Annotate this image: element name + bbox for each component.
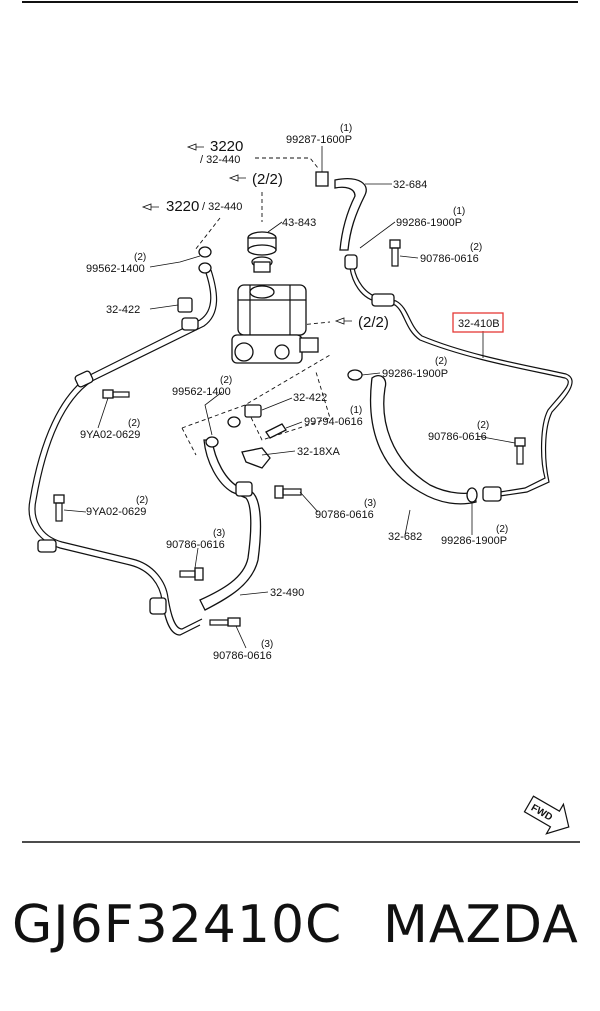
bolt-99794[interactable]: [265, 423, 287, 439]
label-99286a-qty: (1): [453, 206, 465, 217]
hose-32-490[interactable]: [199, 439, 262, 611]
label-43-843: 43-843: [282, 217, 316, 229]
ref-2-2-a[interactable]: (2/2): [228, 171, 283, 188]
clip-99287[interactable]: [315, 171, 329, 187]
guide-line-ref: [255, 157, 319, 169]
label-90786b-qty: (2): [477, 420, 489, 431]
label-99287: 99287-1600P: [286, 134, 352, 146]
bolt-90786-b[interactable]: [514, 437, 526, 465]
label-90786e: 90786-0616: [213, 650, 272, 662]
label-9YA02a: 9YA02-0629: [80, 429, 140, 441]
ref-3220-b-num: 3220: [166, 198, 199, 215]
label-99286c-qty: (2): [496, 524, 508, 535]
ref-3220-a-sub: / 32-440: [200, 154, 240, 166]
reservoir-cap[interactable]: [247, 231, 277, 256]
bolt-90786-e[interactable]: [209, 617, 241, 627]
label-99286a: 99286-1900P: [396, 217, 462, 229]
label-90786c-qty: (3): [364, 498, 376, 509]
label-9YA02b: 9YA02-0629: [86, 506, 146, 518]
bolt-9YA02-a[interactable]: [102, 389, 130, 399]
label-9YA02a-qty: (2): [128, 418, 140, 429]
label-32-490: 32-490: [270, 587, 304, 599]
label-90786c: 90786-0616: [315, 509, 374, 521]
label-99562a-qty: (2): [134, 252, 146, 263]
union-bolt-32-422-a[interactable]: [177, 297, 193, 313]
strainer[interactable]: [251, 256, 273, 273]
ref-2-2-b[interactable]: (2/2): [334, 314, 389, 331]
label-90786a-qty: (2): [470, 242, 482, 253]
label-90786d-qty: (3): [213, 528, 225, 539]
ref-3220-a[interactable]: 3220 / 32-440: [186, 138, 243, 166]
fwd-arrow-icon: FWD: [523, 795, 570, 835]
label-90786e-qty: (3): [261, 639, 273, 650]
clamp-99286-c[interactable]: [466, 487, 478, 503]
ref-3220-a-num: 3220: [210, 138, 243, 155]
ref-2-2-b-label: (2/2): [358, 314, 389, 331]
bolt-90786-a[interactable]: [389, 239, 401, 267]
ref-3220-b[interactable]: 3220 / 32-440: [141, 198, 242, 215]
label-99794: 99794-0616: [304, 416, 363, 428]
label-32-682: 32-682: [388, 531, 422, 543]
label-99794-qty: (1): [350, 405, 362, 416]
footer: GJ6F32410C MAZDA: [0, 895, 600, 975]
hose-32-684[interactable]: [334, 178, 367, 251]
label-32-422b: 32-422: [293, 392, 327, 404]
hose-end-upper[interactable]: [371, 293, 395, 307]
label-32-18XA: 32-18XA: [297, 446, 340, 458]
bolt-9YA02-b[interactable]: [53, 494, 65, 522]
label-99562b: 99562-1400: [172, 386, 231, 398]
union-bolt-32-422-b[interactable]: [244, 404, 262, 418]
bolt-90786-d[interactable]: [179, 567, 204, 581]
label-99287-qty: (1): [340, 123, 352, 134]
ref-3220-b-sub: / 32-440: [202, 201, 242, 213]
bracket-32-18XA[interactable]: [241, 447, 271, 469]
reservoir-assembly[interactable]: [231, 284, 319, 364]
washer-99562-b[interactable]: [205, 416, 241, 448]
label-9YA02b-qty: (2): [136, 495, 148, 506]
label-90786d: 90786-0616: [166, 539, 225, 551]
part-number: GJ6F32410C: [12, 895, 343, 955]
guide-line-reservoir: [299, 321, 331, 326]
label-99286b: 99286-1900P: [382, 368, 448, 380]
washer-99562-a[interactable]: [198, 246, 212, 274]
label-99286b-qty: (2): [435, 356, 447, 367]
label-32-684: 32-684: [393, 179, 427, 191]
ref-2-2-a-label: (2/2): [252, 171, 283, 188]
label-99562a: 99562-1400: [86, 263, 145, 275]
label-32-410B: 32-410B: [458, 318, 500, 330]
label-90786b: 90786-0616: [428, 431, 487, 443]
clamp-99286-b[interactable]: [347, 369, 363, 381]
guide-box: [181, 354, 331, 456]
label-99562b-qty: (2): [220, 375, 232, 386]
label-32-422a: 32-422: [106, 304, 140, 316]
label-90786a: 90786-0616: [420, 253, 479, 265]
label-99286c: 99286-1900P: [441, 535, 507, 547]
highlight-32-410B[interactable]: [452, 312, 504, 333]
guide-line-left: [194, 217, 221, 251]
bolt-90786-c[interactable]: [274, 485, 302, 499]
brand-name: MAZDA: [383, 895, 579, 955]
hose-32-682[interactable]: [369, 374, 477, 505]
